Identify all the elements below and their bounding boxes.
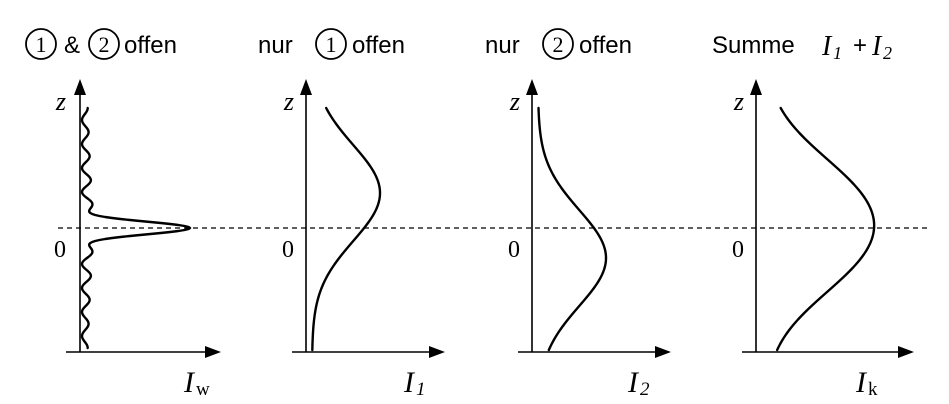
intensity-curve-sum xyxy=(775,106,876,352)
z-axis-label: z xyxy=(733,87,744,116)
panel-title-summe: Summe xyxy=(712,32,795,59)
interference-curve xyxy=(80,106,192,350)
slit-1-number: 1 xyxy=(36,32,47,57)
panel-sum: Summe I 1 + I 2 z 0 I k xyxy=(712,31,914,400)
slit-1-number: 1 xyxy=(326,32,337,57)
slit-1-circle xyxy=(25,28,57,60)
intensity-curve-slit-1 xyxy=(311,106,382,352)
intensity-label-main: I xyxy=(403,366,416,399)
z-axis-arrowhead xyxy=(74,79,86,95)
slit-2-number: 2 xyxy=(99,32,110,57)
z-axis-label: z xyxy=(509,87,520,116)
intensity-label-sub: 1 xyxy=(416,379,426,400)
intensity-axis-arrowhead xyxy=(655,346,671,358)
slit-2-number: 2 xyxy=(553,32,564,57)
panel-title-offen: offen xyxy=(352,32,405,59)
intensity-label-sub: 2 xyxy=(640,379,650,400)
title-i1-sub: 1 xyxy=(833,43,842,63)
intensity-axis-arrowhead xyxy=(429,346,445,358)
zero-label: 0 xyxy=(54,237,66,263)
panel-title-offen: offen xyxy=(124,32,177,59)
zero-label: 0 xyxy=(508,237,520,263)
slit-2-circle xyxy=(88,28,120,60)
panel-slit-1-open: nur 1 offen z 0 I 1 xyxy=(258,28,445,400)
intensity-label-sub: k xyxy=(868,379,878,400)
panel-slit-2-open: nur 2 offen z 0 I 2 xyxy=(485,28,671,400)
slit-1-circle xyxy=(315,28,347,60)
slit-2-circle xyxy=(542,28,574,60)
panel-title-and: & xyxy=(64,32,80,59)
intensity-label-sub: w xyxy=(196,379,210,400)
title-i1-main: I xyxy=(821,31,833,62)
z-axis-label: z xyxy=(283,87,294,116)
title-i2-sub: 2 xyxy=(883,43,892,63)
intensity-axis-arrowhead xyxy=(898,346,914,358)
intensity-axis-arrowhead xyxy=(205,346,221,358)
title-plus: + xyxy=(853,32,867,59)
panel-title-offen: offen xyxy=(579,32,632,59)
zero-label: 0 xyxy=(732,237,744,263)
z-axis-arrowhead xyxy=(526,79,538,95)
zero-label: 0 xyxy=(282,237,294,263)
z-axis-arrowhead xyxy=(300,79,312,95)
panel-both-open: 1 & 2 offen z 0 I w xyxy=(25,28,221,400)
intensity-curve-slit-2 xyxy=(537,106,608,352)
panel-title-nur: nur xyxy=(258,32,293,59)
intensity-label-main: I xyxy=(855,366,868,399)
intensity-label-main: I xyxy=(183,366,196,399)
panel-title-nur: nur xyxy=(485,32,520,59)
z-axis-arrowhead xyxy=(750,79,762,95)
intensity-label-main: I xyxy=(627,366,640,399)
z-axis-label: z xyxy=(55,87,66,116)
title-i2-main: I xyxy=(871,31,883,62)
